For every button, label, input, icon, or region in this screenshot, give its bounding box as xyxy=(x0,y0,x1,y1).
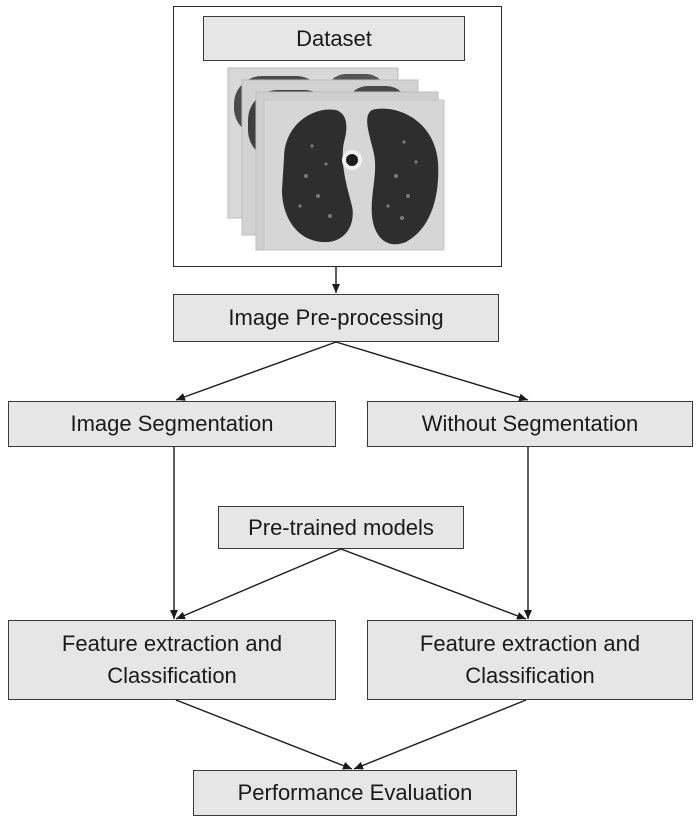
lung-ct-scan-stack-icon xyxy=(227,67,445,251)
pretrained-models-box: Pre-trained models xyxy=(218,506,464,549)
feature-left-line1: Feature extraction and xyxy=(61,631,283,656)
feature-left-line2: Classification xyxy=(107,663,237,688)
feature-right-line1: Feature extraction and xyxy=(419,631,641,656)
dataset-box: Dataset xyxy=(203,16,465,61)
arrow-preprocessing-to-segmentation xyxy=(175,341,337,401)
arrow-pretrained-to-feature-right xyxy=(340,548,527,620)
feature-extraction-left-box: Feature extraction and Classification xyxy=(8,620,336,700)
image-segmentation-label: Image Segmentation xyxy=(70,411,274,436)
dataset-label: Dataset xyxy=(296,25,372,51)
pretrained-models-label: Pre-trained models xyxy=(248,514,434,540)
without-segmentation-box: Without Segmentation xyxy=(367,401,693,447)
preprocessing-box: Image Pre-processing xyxy=(173,294,499,342)
performance-evaluation-label: Performance Evaluation xyxy=(237,780,473,805)
feature-extraction-right-box: Feature extraction and Classification xyxy=(367,620,693,700)
feature-right-line2: Classification xyxy=(465,663,595,688)
performance-evaluation-box: Performance Evaluation xyxy=(193,770,517,816)
image-segmentation-box: Image Segmentation xyxy=(8,401,336,447)
arrow-preprocessing-to-without-segmentation xyxy=(335,341,529,402)
preprocessing-label: Image Pre-processing xyxy=(228,305,444,330)
arrow-feature-right-to-evaluation xyxy=(353,699,527,770)
arrow-pretrained-to-feature-left xyxy=(175,548,342,620)
without-segmentation-label: Without Segmentation xyxy=(421,411,639,436)
arrow-feature-left-to-evaluation xyxy=(175,699,353,770)
